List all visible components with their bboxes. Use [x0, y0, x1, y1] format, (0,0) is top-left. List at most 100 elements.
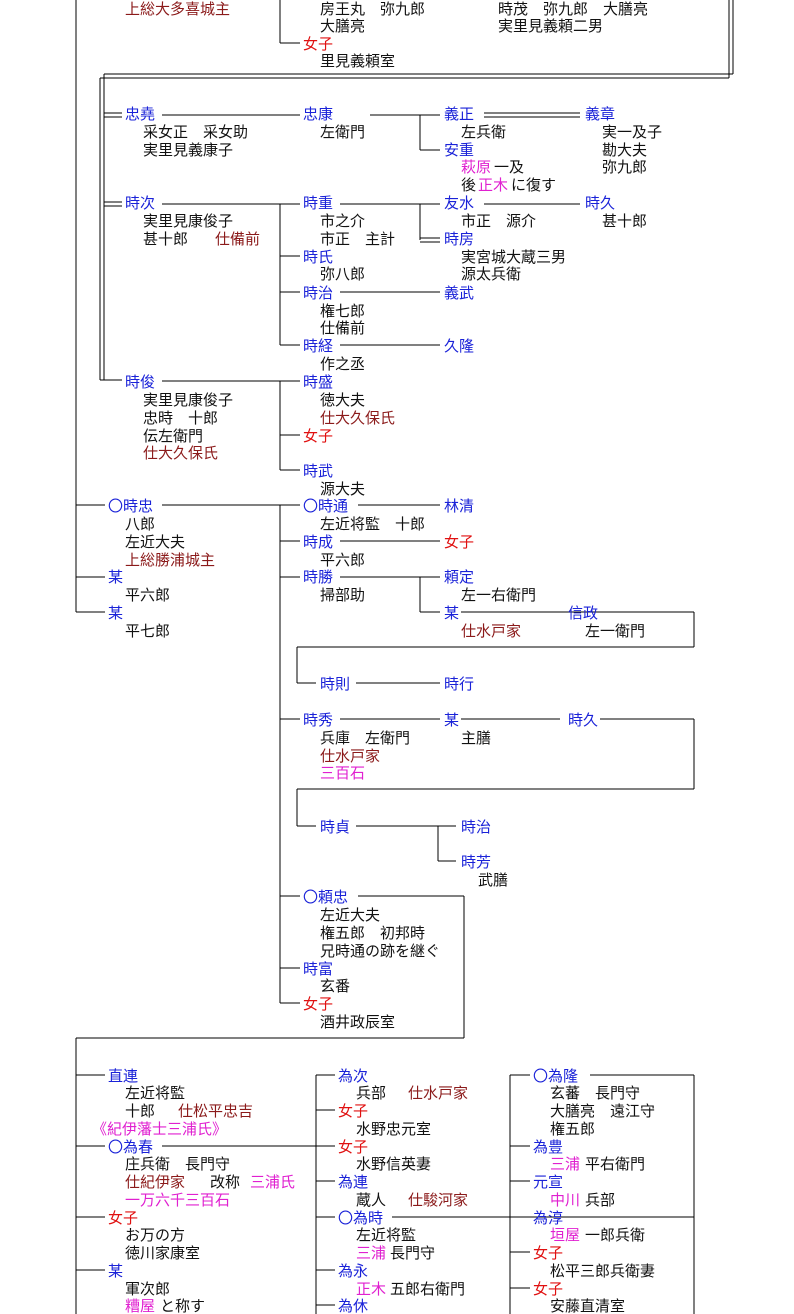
tokiuji-title: 弥八郎 — [320, 265, 366, 283]
tameharu-title: 庄兵衛 長門守 — [125, 1155, 231, 1173]
tokitoshi-origin: 実里見康俊子 — [143, 391, 234, 409]
bottom-daughter5-note: 安藤直清室 — [550, 1297, 626, 1314]
tokinari-title: 平六郎 — [320, 551, 366, 569]
tametaka-title-c: 権五郎 — [550, 1120, 596, 1138]
tokihide-name: 時秀 — [303, 711, 334, 729]
tokiharu-title-a: 権七郎 — [320, 302, 366, 320]
kii-branch-label: 《紀伊藩士三浦氏》 — [92, 1120, 228, 1138]
tokitsune-title: 作之丞 — [320, 355, 366, 373]
tomomizu-name: 友水 — [444, 194, 475, 212]
tokitoshi-title: 伝左衛門 — [143, 427, 204, 445]
bottom-bou-title: 軍次郎 — [125, 1280, 171, 1298]
tokimichi-title: 左近将監 十郎 — [320, 515, 426, 533]
rinsei-name: 林清 — [444, 497, 475, 515]
naotsura-service: 仕松平忠吉 — [178, 1102, 254, 1120]
tokimori-title: 徳大夫 — [320, 391, 366, 409]
tameharu-service: 仕紀伊家 — [125, 1173, 186, 1191]
yoritada-name: 〇頼忠 — [303, 888, 349, 906]
tametaka-name: 〇為隆 — [533, 1067, 579, 1085]
motonobu-name: 元宣 — [533, 1173, 564, 1191]
yoshiaki-note-title: 勘大夫 — [602, 141, 648, 159]
bottom-daughter1-b: 徳川家康室 — [125, 1244, 201, 1262]
yoshimasa-name: 義正 — [444, 105, 475, 123]
bou3-name: 某 — [444, 604, 460, 622]
kasuya-surname: 糟屋 — [125, 1297, 156, 1314]
top-daughter-name: 女子 — [303, 35, 334, 53]
tameharu-miura: 三浦氏 — [250, 1173, 296, 1191]
tokitada-name: 〇時忠 — [108, 497, 154, 515]
tametoyo-name: 為豊 — [533, 1138, 564, 1156]
tametoyo-miura: 三浦 — [550, 1155, 581, 1173]
tokishige2-title-b: 市正 主計 — [320, 230, 396, 248]
daizennosuke-title: 大膳亮 — [320, 17, 366, 35]
tokihisa2-name: 時久 — [568, 711, 599, 729]
tokiharu2-name: 時治 — [461, 818, 492, 836]
tameyasu-name: 為休 — [338, 1297, 369, 1314]
bottom-daughter1-name: 女子 — [108, 1209, 139, 1227]
tameharu-stipend: 一万六千三百石 — [125, 1191, 231, 1209]
nametsugu-name: 為次 — [338, 1067, 369, 1085]
tokishige-top-entry: 時茂 弥九郎 大膳亮 — [498, 0, 649, 18]
bou3-service: 仕水戸家 — [461, 622, 522, 640]
tokitada-title-a: 八郎 — [125, 515, 156, 533]
kasuya-suffix: と称す — [160, 1297, 206, 1314]
tamejun-title: 一郎兵衛 — [585, 1226, 646, 1244]
tokitake-title: 源大夫 — [320, 480, 366, 498]
tamejun-name: 為淳 — [533, 1209, 564, 1227]
bou1-name: 某 — [108, 568, 124, 586]
tametaka-title-b: 大膳亮 遠江守 — [550, 1102, 656, 1120]
tokimori-service: 仕大久保氏 — [320, 409, 396, 427]
tokiharu-title-b: 仕備前 — [320, 319, 366, 337]
bottom-daughter3-note: 水野信英妻 — [356, 1155, 432, 1173]
yoshitake-name: 義武 — [444, 284, 475, 302]
tamejun-kakiya: 垣屋 — [550, 1226, 581, 1244]
tameren-service: 仕駿河家 — [408, 1191, 469, 1209]
tokitomi-title: 玄番 — [320, 977, 351, 995]
yorisada-name: 頼定 — [444, 568, 475, 586]
motonobu-nakagawa: 中川 — [550, 1191, 581, 1209]
tokitsugu-service: 仕備前 — [215, 230, 261, 248]
fusaoumaru-title: 房王丸 弥九郎 — [320, 0, 426, 18]
yoshiaki-note-name: 弥九郎 — [602, 158, 648, 176]
tamenaga-title: 五郎右衛門 — [390, 1280, 466, 1298]
tokiharu-name: 時治 — [303, 284, 334, 302]
tokitomi-name: 時富 — [303, 960, 334, 978]
tametoki-title-b: 長門守 — [390, 1244, 436, 1262]
bottom-bou-name: 某 — [108, 1262, 124, 1280]
tametoki-name: 〇為時 — [338, 1209, 384, 1227]
tokitoshi-name: 時俊 — [125, 373, 156, 391]
tokikatsu-title: 掃部助 — [320, 586, 366, 604]
tokiyoshi-name: 時芳 — [461, 853, 492, 871]
tameharu-name: 〇為春 — [108, 1138, 154, 1156]
nametsugu-title: 兵部 — [356, 1084, 387, 1102]
yorisada-title: 左一右衛門 — [461, 586, 537, 604]
nobumasa-title: 左一衛門 — [585, 622, 646, 640]
motonobu-title: 兵部 — [585, 1191, 616, 1209]
tokitsugu-title: 甚十郎 — [143, 230, 189, 248]
tameren-title: 蔵人 — [356, 1191, 387, 1209]
bottom-daughter4-note: 松平三郎兵衛妻 — [550, 1262, 656, 1280]
tokishige-top-note: 実里見義頼二男 — [498, 17, 604, 35]
tadataka-name: 忠堯 — [125, 105, 156, 123]
tokitoshi-service: 仕大久保氏 — [143, 444, 219, 462]
yoritada-daughter-note: 酒井政辰室 — [320, 1013, 396, 1031]
tokitoshi-alias: 忠時 十郎 — [143, 409, 219, 427]
tametoki-miura: 三浦 — [356, 1244, 387, 1262]
bottom-daughter2-note: 水野忠元室 — [356, 1120, 432, 1138]
bou1-title: 平六郎 — [125, 586, 171, 604]
tokisada-name: 時貞 — [320, 818, 351, 836]
yoritada-title-b: 権五郎 初邦時 — [320, 924, 426, 942]
naotsura-name: 直連 — [108, 1067, 139, 1085]
bottom-daughter3-name: 女子 — [338, 1138, 369, 1156]
tokiuji-name: 時氏 — [303, 248, 334, 266]
tomomizu-title: 市正 源介 — [461, 212, 537, 230]
tokikatsu-name: 時勝 — [303, 568, 334, 586]
tadataka-titles: 采女正 采女助 — [143, 123, 249, 141]
bou4-name: 某 — [444, 711, 460, 729]
tokihide-title: 兵庫 左衛門 — [320, 729, 411, 747]
tokinori-name: 時則 — [320, 675, 351, 693]
tokitada-castle: 上総勝浦城主 — [125, 551, 216, 569]
nametsugu-service: 仕水戸家 — [408, 1084, 469, 1102]
tokihisa-title: 甚十郎 — [602, 212, 648, 230]
